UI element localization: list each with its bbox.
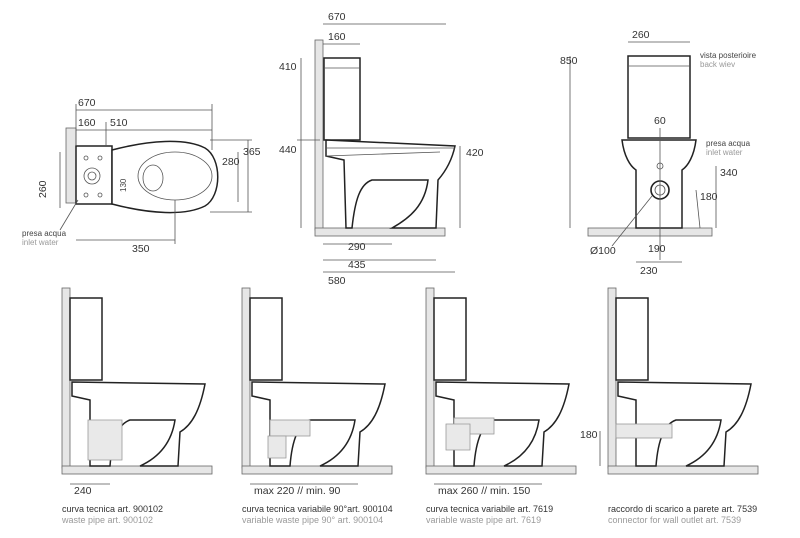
rear-pedestal — [621, 139, 697, 229]
rear-dim-850: 850 — [560, 55, 578, 67]
side-floor — [314, 227, 446, 237]
variant-3: max 260 // min. 150 — [425, 287, 577, 497]
variant-4-dim: 180 — [580, 429, 598, 441]
side-dim-160: 160 — [328, 31, 346, 43]
caption-4-it: raccordo di scarico a parete art. 7539 — [608, 504, 757, 514]
side-bowl — [325, 139, 456, 229]
caption-2-en: variable waste pipe 90° art. 900104 — [242, 515, 383, 525]
top-dim-670: 670 — [78, 97, 96, 109]
variant-4: 180 — [580, 287, 759, 475]
variant-1-dim: 240 — [74, 485, 92, 497]
top-inlet-label-it: presa acqua — [22, 229, 67, 238]
caption-3-it: curva tecnica variabile art. 7619 — [426, 504, 553, 514]
top-bowl — [111, 140, 219, 214]
caption-1-it: curva tecnica art. 900102 — [62, 504, 163, 514]
side-dim-410: 410 — [279, 61, 297, 73]
top-inlet-label-en: inlet water — [22, 238, 59, 247]
side-view: 670 160 410 440 420 290 435 580 — [279, 11, 484, 287]
side-dim-580: 580 — [328, 275, 346, 287]
top-dim-130: 130 — [119, 178, 128, 192]
top-drain — [142, 164, 164, 192]
rear-inlet-label-it: presa acqua — [706, 139, 751, 148]
top-dim-260: 260 — [37, 180, 49, 198]
side-dim-420: 420 — [466, 147, 484, 159]
top-dim-350: 350 — [132, 243, 150, 255]
side-tank — [323, 57, 361, 141]
variant-1: 240 — [61, 287, 213, 497]
variant-3-dim: max 260 // min. 150 — [438, 485, 530, 497]
side-dim-670: 670 — [328, 11, 346, 23]
rear-view: 260 850 60 340 180 Ø100 190 230 vista po… — [560, 29, 757, 277]
variant-2-dim: max 220 // min. 90 — [254, 485, 341, 497]
variant-2: max 220 // min. 90 — [241, 287, 393, 497]
rear-dim-60: 60 — [654, 115, 666, 127]
top-tank — [75, 145, 113, 205]
caption-2-it: curva tecnica variabile 90°art. 900104 — [242, 504, 393, 514]
rear-dim-dia100: Ø100 — [590, 245, 616, 257]
top-dim-160: 160 — [78, 117, 96, 129]
captions: curva tecnica art. 900102 waste pipe art… — [61, 504, 757, 525]
caption-3-en: variable waste pipe art. 7619 — [426, 515, 541, 525]
side-wall — [314, 39, 324, 231]
caption-4-en: connector for wall outlet art. 7539 — [608, 515, 741, 525]
top-wall — [65, 127, 77, 204]
rear-dim-340: 340 — [720, 167, 738, 179]
side-dim-290: 290 — [348, 241, 366, 253]
caption-1-en: waste pipe art. 900102 — [61, 515, 153, 525]
top-dim-510: 510 — [110, 117, 128, 129]
rear-dim-260: 260 — [632, 29, 650, 41]
top-dim-365: 365 — [243, 146, 261, 158]
rear-title-it: vista posterioire — [700, 51, 757, 60]
rear-dim-230: 230 — [640, 265, 658, 277]
rear-tank — [627, 55, 691, 139]
top-view: 670 160 510 365 280 260 130 350 presa ac… — [22, 97, 261, 255]
side-dim-435: 435 — [348, 259, 366, 271]
rear-dim-180: 180 — [700, 191, 718, 203]
rear-title-en: back wiev — [700, 60, 735, 69]
top-dim-280: 280 — [222, 156, 240, 168]
rear-dim-190: 190 — [648, 243, 666, 255]
rear-inlet-label-en: inlet water — [706, 148, 743, 157]
rear-floor — [587, 227, 713, 237]
side-dim-440: 440 — [279, 144, 297, 156]
